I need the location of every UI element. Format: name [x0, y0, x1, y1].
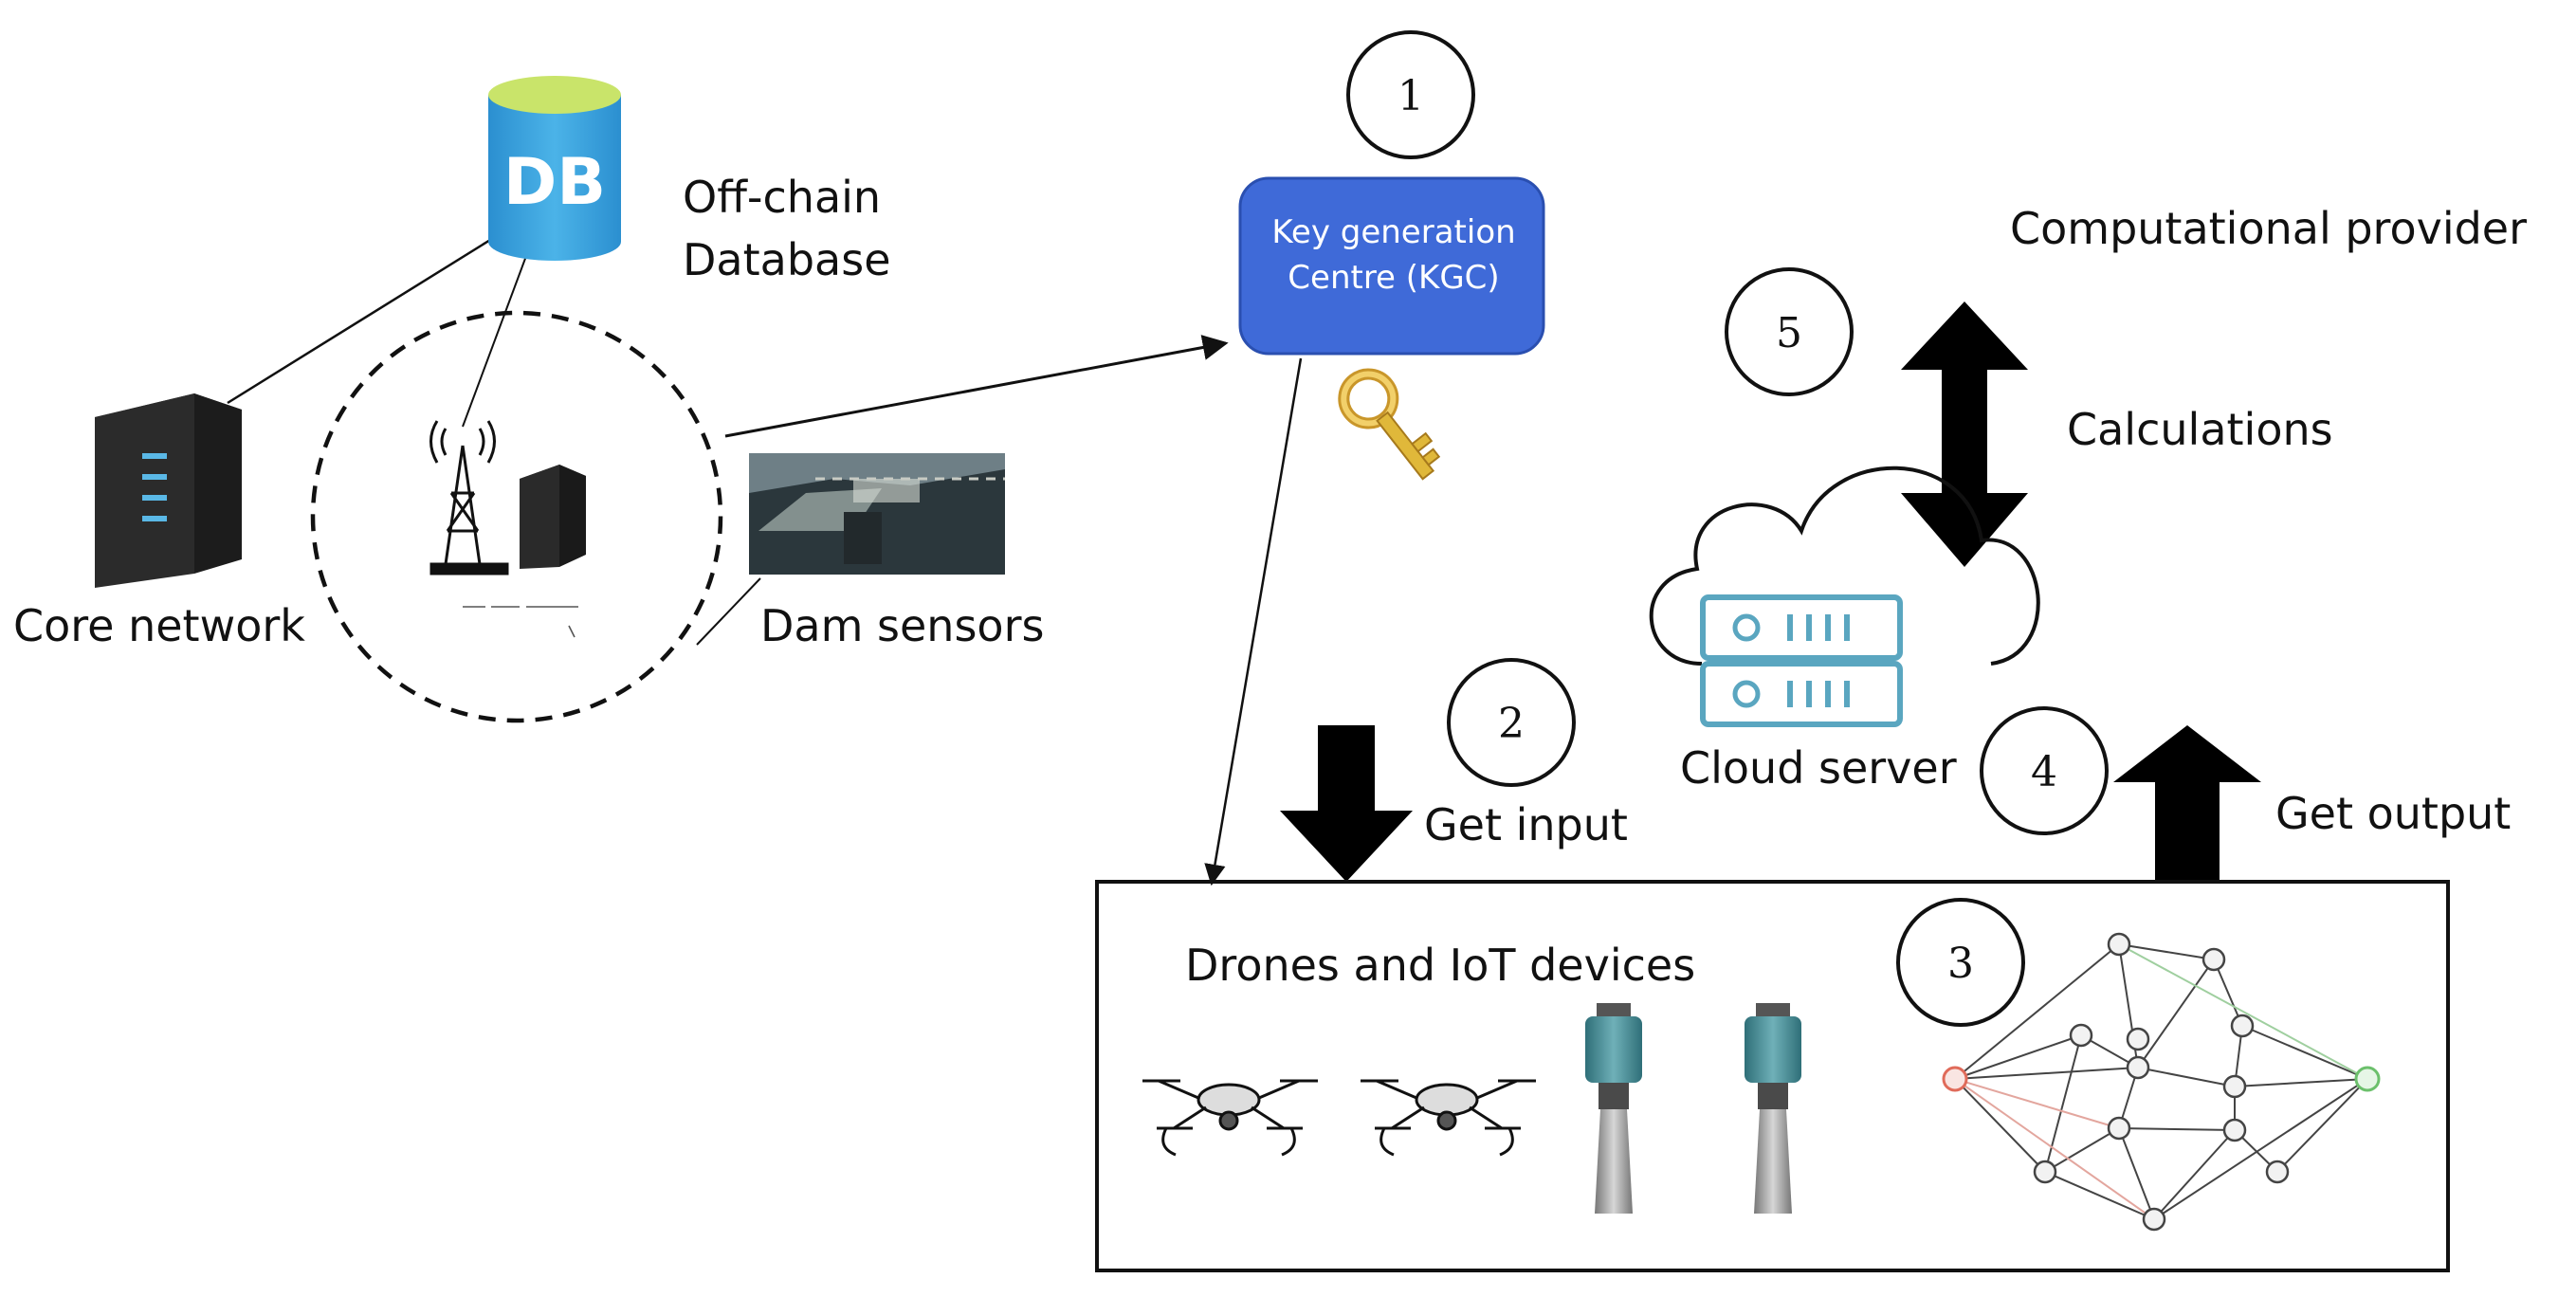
server-rack-icon [95, 393, 242, 588]
step-1-marker: 1 [1346, 30, 1475, 159]
cloud-server-icon [1649, 466, 2040, 727]
input-node [1942, 1066, 1968, 1092]
step-2-marker: 2 [1447, 658, 1576, 787]
step-5-label: 5 [1776, 309, 1802, 357]
core-network-label: Core network [13, 600, 305, 651]
calculations-label: Calculations [2067, 404, 2333, 455]
database-icon: DB [488, 76, 621, 261]
get-input-label: Get input [1424, 799, 1628, 850]
kgc-box[interactable] [1238, 176, 1545, 356]
drone-icon [1361, 1079, 1536, 1157]
step-3-label: 3 [1947, 940, 1974, 988]
step-4-marker: 4 [1980, 706, 2109, 835]
kgc-label: Key generation Centre (KGC) [1237, 210, 1550, 301]
calculations-double-arrow [1901, 301, 2028, 567]
db-to-tower-link [462, 255, 527, 428]
step-5-marker: 5 [1725, 267, 1854, 396]
drones-iot-label: Drones and IoT devices [1185, 940, 1696, 991]
cloud-server-label: Cloud server [1680, 742, 1957, 794]
tower-caption-scribble [463, 606, 578, 638]
step-1-label: 1 [1398, 72, 1424, 120]
offchain-db-label-line1: Off-chain [683, 172, 882, 223]
kgc-label-line1: Key generation [1271, 213, 1516, 251]
kgc-to-devices-arrow [1204, 357, 1303, 886]
db-icon-text: DB [503, 145, 606, 220]
step-3-marker: 3 [1896, 898, 2025, 1027]
drone-icon [1142, 1079, 1318, 1157]
cluster-to-kgc-arrow [724, 335, 1229, 438]
neural-network-icon [1942, 932, 2381, 1232]
dam-sensors-label: Dam sensors [760, 600, 1045, 651]
kgc-label-line2: Centre (KGC) [1288, 258, 1500, 297]
db-to-core-network-link [227, 230, 503, 405]
get-input-arrow [1280, 725, 1413, 882]
offchain-db-label-line2: Database [683, 234, 891, 285]
edge-server-icon [520, 465, 586, 569]
dam-sensors-pointer [696, 577, 761, 646]
devices-box [1095, 880, 2450, 1272]
step-4-label: 4 [2031, 748, 2057, 796]
edge-cluster-boundary [310, 310, 723, 723]
level-sensor-icon [1745, 1003, 1801, 1214]
step-2-label: 2 [1498, 700, 1525, 748]
output-node [2354, 1066, 2381, 1092]
cell-tower-icon [429, 420, 509, 575]
get-output-arrow [2113, 725, 2261, 882]
level-sensor-icon [1585, 1003, 1642, 1214]
dam-sensors-photo [749, 453, 1005, 575]
get-output-label: Get output [2275, 788, 2512, 839]
computational-provider-label: Computational provider [2010, 203, 2528, 254]
key-icon [1338, 368, 1441, 481]
